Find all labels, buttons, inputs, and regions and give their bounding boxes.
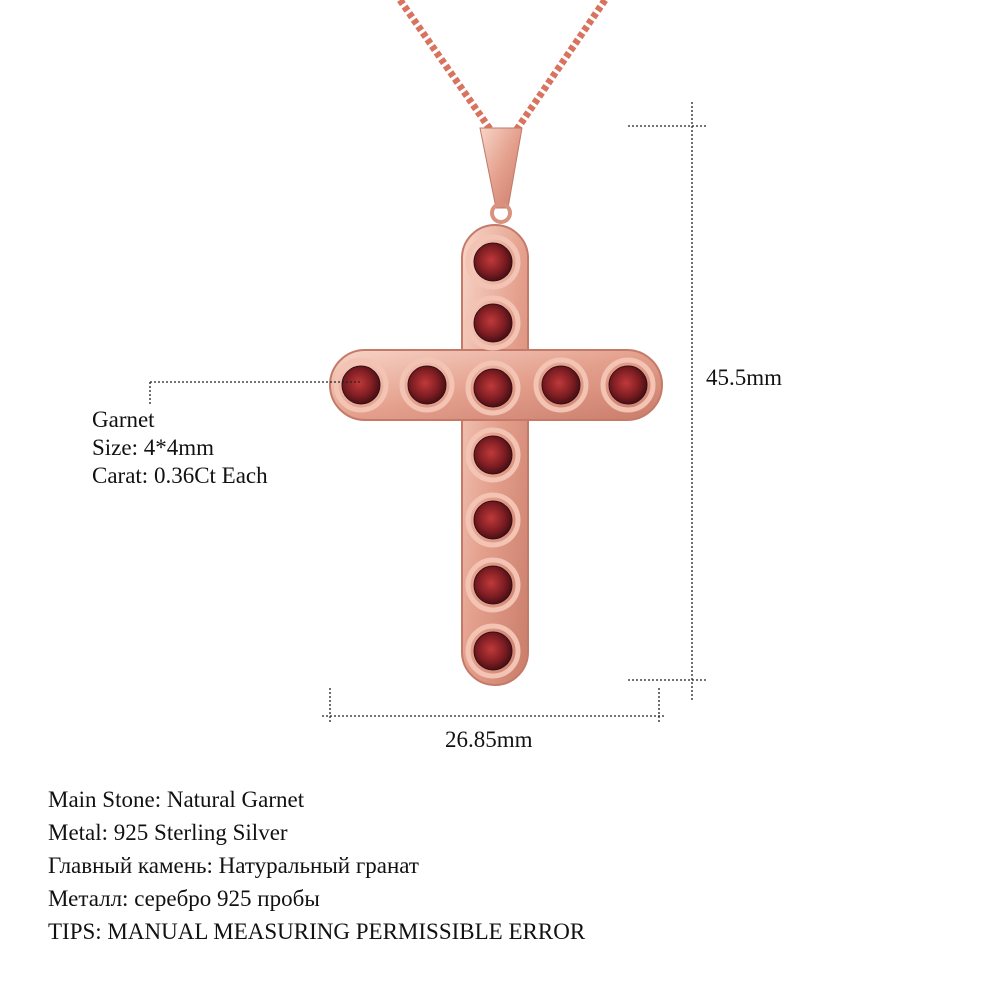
chain xyxy=(397,0,608,135)
stone-name: Garnet xyxy=(92,407,155,432)
stone-setting xyxy=(465,623,521,679)
stone-setting xyxy=(465,360,521,416)
measurement-guides xyxy=(149,102,708,722)
spec-main-stone-ru: Главный камень: Натуральный гранат xyxy=(48,853,419,878)
garnet-stone xyxy=(407,365,447,405)
stone-setting xyxy=(533,357,589,413)
stone-setting xyxy=(465,427,521,483)
width-dimension: 26.85mm xyxy=(445,727,533,752)
stone-setting xyxy=(465,295,521,351)
stone-setting xyxy=(465,492,521,548)
spec-tips: TIPS: MANUAL MEASURING PERMISSIBLE ERROR xyxy=(48,919,586,944)
garnet-stone xyxy=(341,365,381,405)
height-dimension: 45.5mm xyxy=(706,365,783,390)
bail xyxy=(479,127,523,209)
garnet-stone xyxy=(473,500,513,540)
spec-metal: Metal: 925 Sterling Silver xyxy=(48,820,288,845)
stone-setting xyxy=(465,234,521,290)
garnet-stone xyxy=(608,365,648,405)
stone-size: Size: 4*4mm xyxy=(92,435,215,460)
spec-metal-ru: Металл: серебро 925 пробы xyxy=(48,886,320,911)
stone-setting xyxy=(600,357,656,413)
stone-setting xyxy=(333,357,389,413)
garnet-stone xyxy=(473,435,513,475)
spec-main-stone: Main Stone: Natural Garnet xyxy=(48,787,305,812)
garnet-stone xyxy=(473,565,513,605)
garnet-stone xyxy=(473,303,513,343)
garnet-stone xyxy=(473,242,513,282)
stone-setting xyxy=(465,557,521,613)
garnet-stone xyxy=(541,365,581,405)
garnet-stones xyxy=(333,234,656,679)
garnet-stone xyxy=(473,368,513,408)
stone-carat: Carat: 0.36Ct Each xyxy=(92,463,268,488)
garnet-stone xyxy=(473,631,513,671)
stone-setting xyxy=(399,357,455,413)
